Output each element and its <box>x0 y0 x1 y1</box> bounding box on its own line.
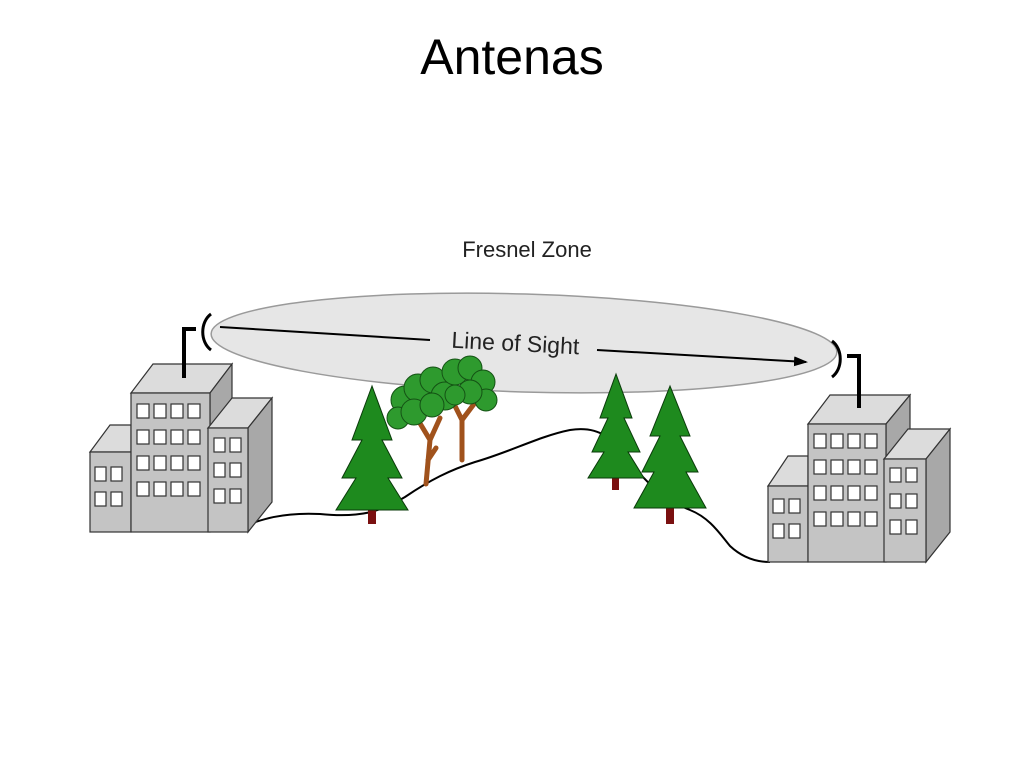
antenna-icon <box>830 339 861 408</box>
pine-tree-icon <box>633 384 707 524</box>
antenna-icon <box>182 312 213 378</box>
terrain-line <box>231 428 771 563</box>
building-left <box>88 312 274 534</box>
building-icon <box>766 393 952 564</box>
building-icon <box>88 362 274 534</box>
deciduous-tree-icon <box>386 355 498 487</box>
building-right <box>766 339 952 564</box>
fresnel-zone-label: Fresnel Zone <box>462 237 592 262</box>
slide-title: Antenas <box>420 29 604 85</box>
pine-tree-icon <box>335 384 409 524</box>
pine-tree-icon <box>587 372 645 490</box>
line-of-sight-arrow <box>219 326 808 367</box>
fresnel-zone-ellipse <box>210 292 838 394</box>
